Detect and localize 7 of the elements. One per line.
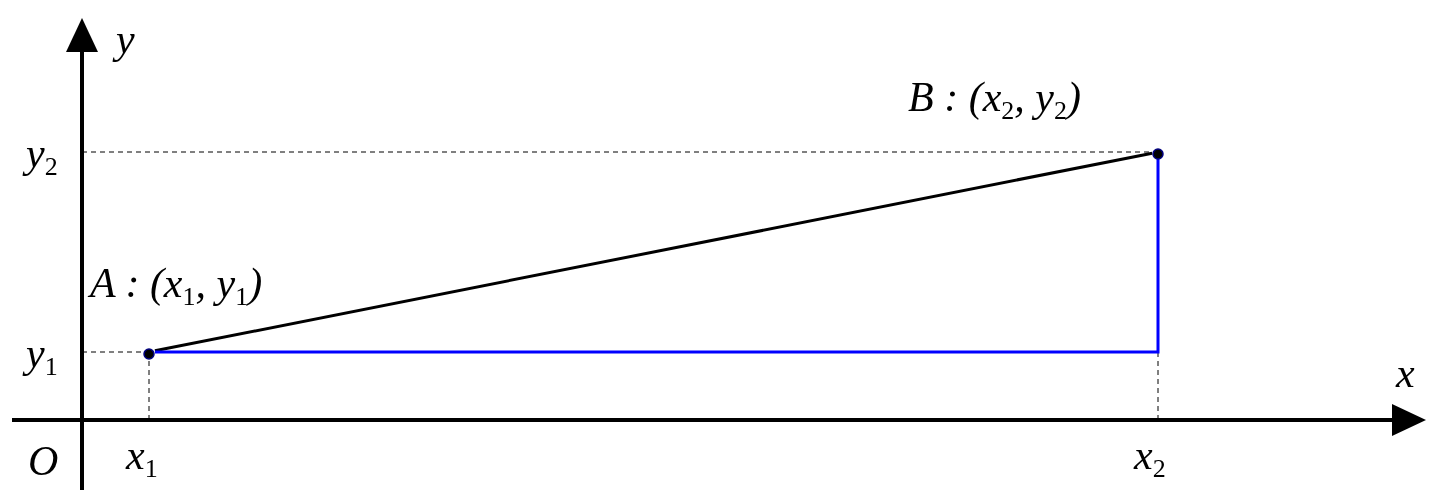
origin-label: O	[28, 440, 59, 482]
tick-label: x$_{2}$	[1134, 434, 1166, 482]
point-marker	[143, 346, 155, 358]
point-label: B : (x$_{2}$, y$_{2}$)	[908, 76, 1081, 124]
point-marker	[1152, 146, 1164, 158]
axis-label: x	[1396, 352, 1415, 394]
tick-label: x$_{1}$	[126, 434, 158, 482]
